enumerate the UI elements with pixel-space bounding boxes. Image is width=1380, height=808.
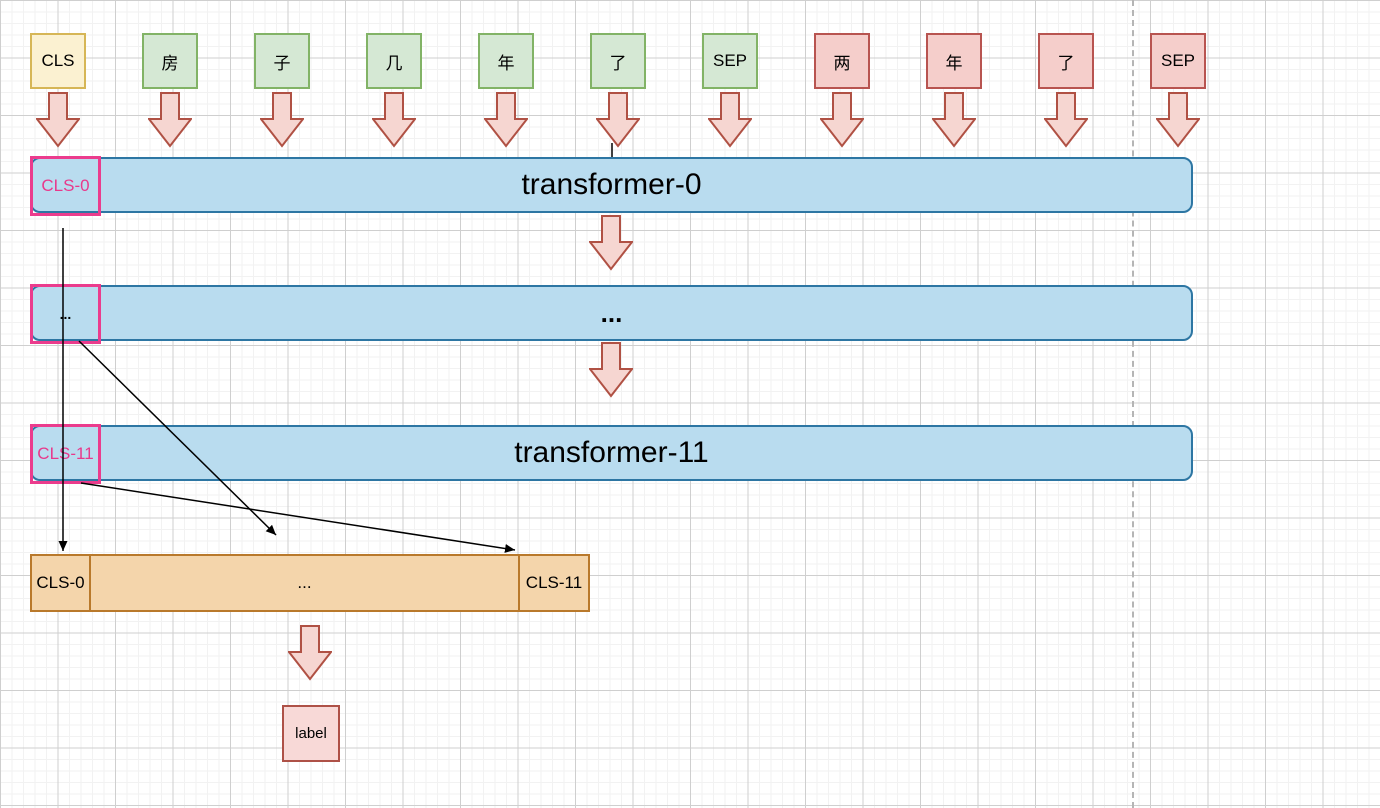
transformer-0-label: transformer-0 [521,168,702,201]
layer-arrow-1-icon [589,215,633,271]
token-box: 年 [478,33,534,89]
pooled-cls0-label: CLS-0 [36,573,85,592]
token-down-arrow-icon [820,92,864,148]
token-box: 房 [142,33,198,89]
token-down-arrow-icon [1156,92,1200,148]
cls11-to-pooled-arrow [80,482,516,553]
cls-11-overlay-box: CLS-11 [30,424,101,484]
pooled-ellipsis-label: ... [297,573,312,592]
pooled-ellipsis-cell: ... [91,556,518,610]
token-down-arrow-icon [372,92,416,148]
sentence-divider-dashed-line [1132,0,1134,808]
pooled-cls-bar: CLS-0 ... CLS-11 [30,554,590,612]
label-arrow-icon [288,625,332,681]
token-down-arrow-icon [484,92,528,148]
token-down-arrow-icon [36,92,80,148]
token-down-arrow-icon [148,92,192,148]
label-box: label [282,705,340,762]
cls-0-label: CLS-0 [41,176,90,195]
token-box: 年 [926,33,982,89]
token-box: SEP [702,33,758,89]
transformer-0-bar: transformer-0 [30,157,1193,213]
token-down-arrow-icon [1044,92,1088,148]
pooled-cls11-label: CLS-11 [525,573,583,592]
token-box: SEP [1150,33,1206,89]
middle-layer-bar: ... [30,285,1193,341]
layer-arrow-2-icon [589,342,633,398]
middle-layer-label: ... [600,297,623,328]
cls-middle-label: ... [59,306,72,322]
cls-0-overlay-box: CLS-0 [30,156,101,216]
token-box: 了 [590,33,646,89]
token-box: 子 [254,33,310,89]
token-down-arrow-icon [708,92,752,148]
pooled-cls0-cell: CLS-0 [32,556,91,610]
token-down-arrow-icon [932,92,976,148]
transformer-11-label: transformer-11 [514,436,709,469]
pooled-cls11-cell: CLS-11 [518,556,588,610]
token-down-arrow-icon [260,92,304,148]
token-box: 了 [1038,33,1094,89]
token-down-arrow-icon [596,92,640,148]
cls-middle-overlay-box: ... [30,284,101,344]
label-text: label [295,725,327,742]
token-box: 几 [366,33,422,89]
cls-11-label: CLS-11 [37,444,94,463]
token-box: CLS [30,33,86,89]
token-box: 两 [814,33,870,89]
transformer-11-bar: transformer-11 [30,425,1193,481]
